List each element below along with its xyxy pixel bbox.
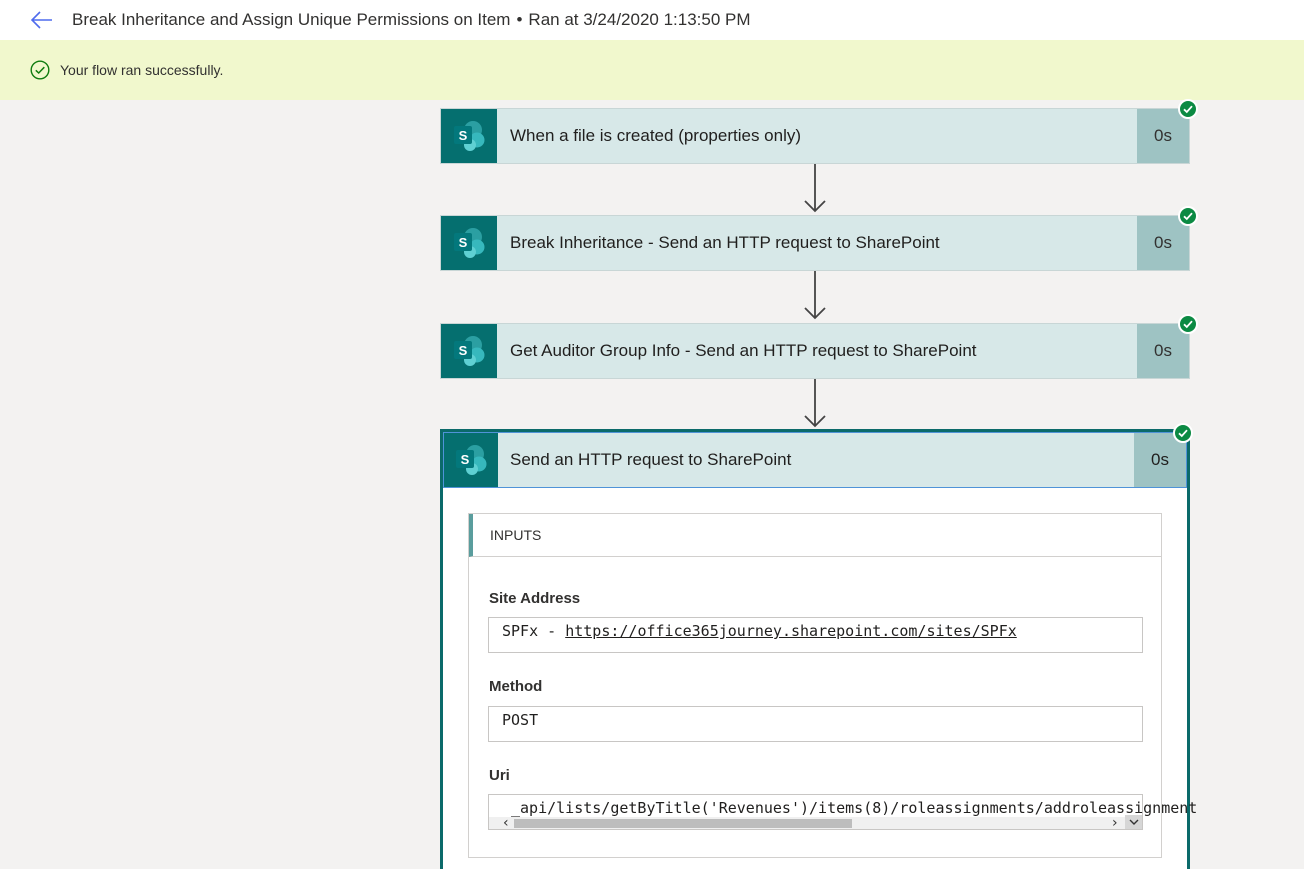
step-label: Get Auditor Group Info - Send an HTTP re…	[510, 341, 977, 360]
step-success-icon	[1173, 423, 1193, 443]
connector-arrow-icon	[804, 379, 826, 428]
back-arrow-icon	[30, 11, 52, 29]
title-separator: •	[516, 10, 523, 29]
uri-label: Uri	[489, 767, 510, 784]
svg-text:S: S	[459, 235, 468, 250]
step-duration: 0s	[1137, 216, 1189, 270]
site-address-link[interactable]: https://office365journey.sharepoint.com/…	[565, 622, 1017, 640]
step-success-icon	[1178, 99, 1198, 119]
step-label: Break Inheritance - Send an HTTP request…	[510, 233, 940, 252]
run-info: Ran at 3/24/2020 1:13:50 PM	[528, 10, 751, 29]
flow-title: Break Inheritance and Assign Unique Perm…	[72, 10, 511, 29]
step-duration: 0s	[1137, 324, 1189, 378]
sharepoint-icon: S	[441, 216, 497, 270]
sharepoint-icon: S	[441, 109, 497, 163]
scroll-right-icon[interactable]: ›	[1112, 815, 1118, 831]
page-title: Break Inheritance and Assign Unique Perm…	[72, 10, 751, 30]
site-address-prefix: SPFx -	[502, 622, 566, 640]
step-duration: 0s	[1137, 109, 1189, 163]
site-address-label: Site Address	[489, 590, 581, 607]
expanded-step-header[interactable]: S Send an HTTP request to SharePoint 0s	[443, 432, 1187, 488]
uri-horizontal-scrollbar[interactable]	[489, 817, 1142, 829]
uri-value: _api/lists/getByTitle('Revenues')/items(…	[511, 799, 1198, 817]
header-bar: Break Inheritance and Assign Unique Perm…	[0, 0, 1304, 40]
success-check-icon	[30, 60, 50, 80]
step-success-icon	[1178, 206, 1198, 226]
inputs-title: INPUTS	[469, 514, 1161, 557]
uri-field[interactable]: _api/lists/getByTitle('Revenues')/items(…	[488, 794, 1197, 831]
step-label: When a file is created (properties only)	[510, 126, 802, 145]
site-address-field: SPFx - https://office365journey.sharepoi…	[488, 617, 1143, 653]
flow-step-send-http-expanded: S Send an HTTP request to SharePoint 0s …	[440, 423, 1197, 869]
step-label: Send an HTTP request to SharePoint	[510, 450, 792, 469]
scroll-left-icon[interactable]: ‹	[503, 815, 509, 831]
back-button[interactable]	[22, 3, 62, 37]
connector-arrow-icon	[804, 271, 826, 320]
scroll-down-icon[interactable]	[1125, 815, 1142, 829]
flow-step-break-inheritance[interactable]: S Break Inheritance - Send an HTTP reque…	[440, 206, 1198, 271]
sharepoint-icon: S	[444, 433, 498, 487]
svg-text:S: S	[461, 452, 470, 467]
banner-message: Your flow ran successfully.	[60, 62, 224, 78]
svg-text:S: S	[459, 128, 468, 143]
connector-arrow-icon	[804, 164, 826, 213]
success-banner: Your flow ran successfully.	[0, 40, 1304, 100]
sharepoint-icon: S	[441, 324, 497, 378]
method-label: Method	[489, 678, 543, 695]
flow-step-get-auditor-group[interactable]: S Get Auditor Group Info - Send an HTTP …	[440, 314, 1198, 379]
scrollbar-thumb[interactable]	[514, 819, 852, 828]
svg-text:S: S	[459, 343, 468, 358]
flow-step-trigger[interactable]: S When a file is created (properties onl…	[440, 99, 1198, 164]
step-duration: 0s	[1134, 433, 1186, 487]
inputs-panel: INPUTS Site Address SPFx - https://offic…	[468, 513, 1197, 858]
method-field: POST	[488, 706, 1143, 742]
step-success-icon	[1178, 314, 1198, 334]
